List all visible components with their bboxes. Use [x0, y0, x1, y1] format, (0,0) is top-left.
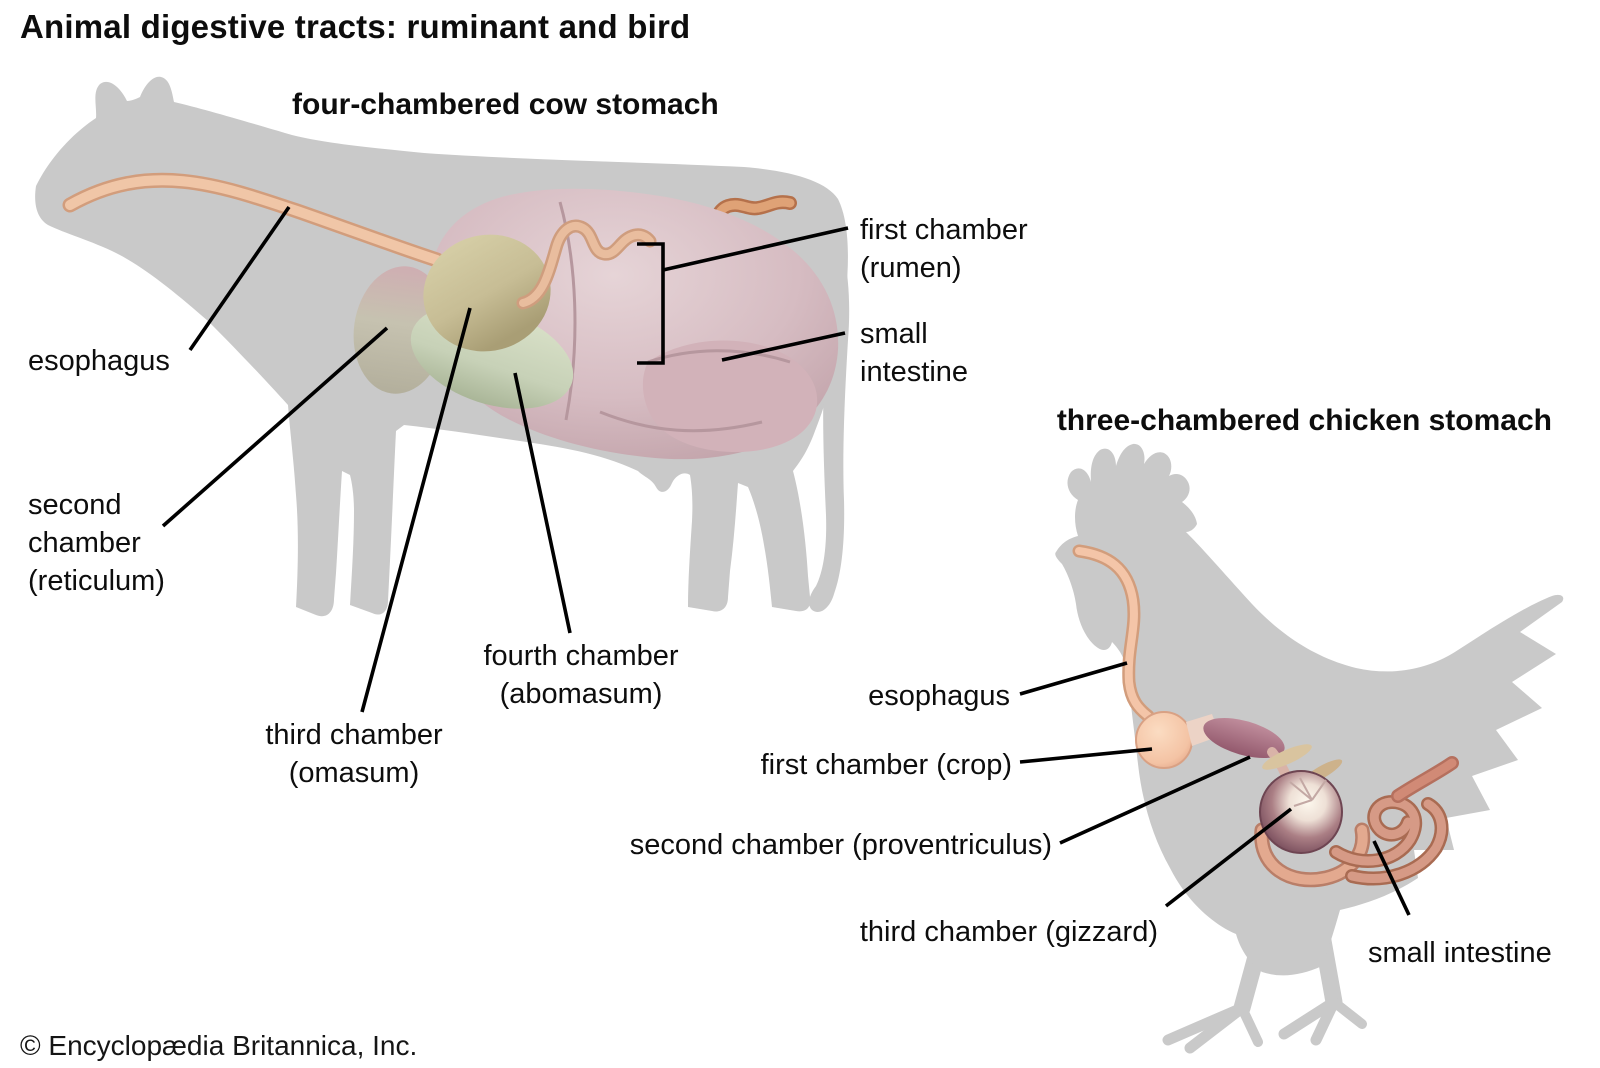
cow-omasum-label-line: (omasum)	[288, 757, 420, 789]
chicken-crop-leader	[1019, 747, 1153, 764]
chicken-leader-lines	[1019, 661, 1411, 916]
chicken-proventriculus-leader	[1059, 755, 1251, 845]
cow-abomasum-leader	[513, 372, 572, 634]
cow-rumen-bracket	[637, 242, 665, 365]
cow-small-intestine-leader	[721, 331, 846, 362]
chicken-gizzard-streaks	[1289, 777, 1327, 807]
cow-rumen-leader	[662, 226, 849, 272]
cow-section-heading: four-chambered cow stomach	[292, 88, 719, 121]
chicken-fat-sliver	[1262, 744, 1312, 770]
chicken-gizzard	[1259, 770, 1343, 854]
cow-esophagus-label: esophagus	[28, 345, 170, 377]
cow-reticulum-label: second chamber (reticulum)	[28, 486, 165, 600]
cow-abomasum-label-line: fourth chamber	[483, 640, 679, 672]
cow-rumen-label-line: (rumen)	[860, 252, 962, 284]
cow-small-intestine-label-line: intestine	[860, 356, 969, 388]
chicken-small-intestine-leader	[1372, 840, 1411, 916]
chicken-crop-label: first chamber (crop)	[760, 749, 1012, 781]
cow-rumen-label: first chamber (rumen)	[860, 211, 1028, 287]
chicken-left-toe	[1184, 1002, 1248, 1054]
chicken-esophagus	[1075, 547, 1152, 720]
cow-tail-shape	[809, 216, 850, 613]
cow-omasum	[423, 234, 551, 352]
chicken-body-shape	[1055, 443, 1564, 976]
cow-leader-lines	[161, 205, 849, 713]
cow-digestive-organs	[62, 172, 839, 460]
chicken-esophagus-label: esophagus	[868, 680, 1010, 712]
chicken-small-intestine-label: small intestine	[1368, 937, 1552, 969]
cow-esophagus-squiggle	[519, 222, 654, 307]
chicken-large-intestine-inner	[1393, 758, 1457, 801]
chicken-gizzard-label: third chamber (gizzard)	[859, 916, 1158, 948]
chicken-intestine-coil-inner	[1331, 797, 1420, 866]
chicken-proventriculus-label: second chamber (proventriculus)	[629, 829, 1052, 861]
cow-reticulum-label-line: (reticulum)	[28, 565, 165, 597]
chicken-right-toe	[1329, 997, 1367, 1029]
chicken-small-intestine	[1254, 756, 1459, 888]
cow-small-intestine-label-line: small	[860, 318, 928, 350]
cow-omasum-label: third chamber (omasum)	[214, 716, 494, 792]
chicken-intestine-coil-inner	[1347, 799, 1447, 883]
cow-rumen-ventral-sac	[642, 340, 818, 452]
cow-omasum-label-line: third chamber	[265, 719, 443, 751]
cow-reticulum-label-line: chamber	[28, 527, 141, 559]
chicken-proventriculus	[1203, 717, 1285, 759]
chicken-digestive-organs	[1072, 544, 1459, 888]
cow-small-intestine-label: small intestine	[860, 315, 968, 391]
cow-abomasum-label-line: (abomasum)	[499, 678, 663, 710]
cow-omasum-leader	[360, 307, 472, 713]
chicken-right-toe	[1310, 996, 1340, 1046]
chicken-crop	[1135, 711, 1193, 769]
cow-esophagus-leader	[188, 205, 291, 352]
cow-rumen-label-line: first chamber	[860, 214, 1028, 246]
copyright-notice: © Encyclopædia Britannica, Inc.	[20, 1030, 418, 1061]
chicken-gizzard-leader	[1164, 807, 1293, 908]
cow-esophagus	[65, 175, 442, 265]
cow-reticulum-leader	[161, 326, 389, 528]
page-title: Animal digestive tracts: ruminant and bi…	[20, 8, 691, 45]
chicken-left-toe	[1237, 1003, 1263, 1047]
chicken-esophagus-leader	[1019, 661, 1128, 696]
cow-reticulum-label-line: second	[28, 489, 122, 521]
chicken-section-heading: three-chambered chicken stomach	[1056, 404, 1552, 437]
cow-abomasum-label: fourth chamber (abomasum)	[441, 637, 721, 713]
chicken-duodenal-loop-inner	[1256, 825, 1368, 885]
